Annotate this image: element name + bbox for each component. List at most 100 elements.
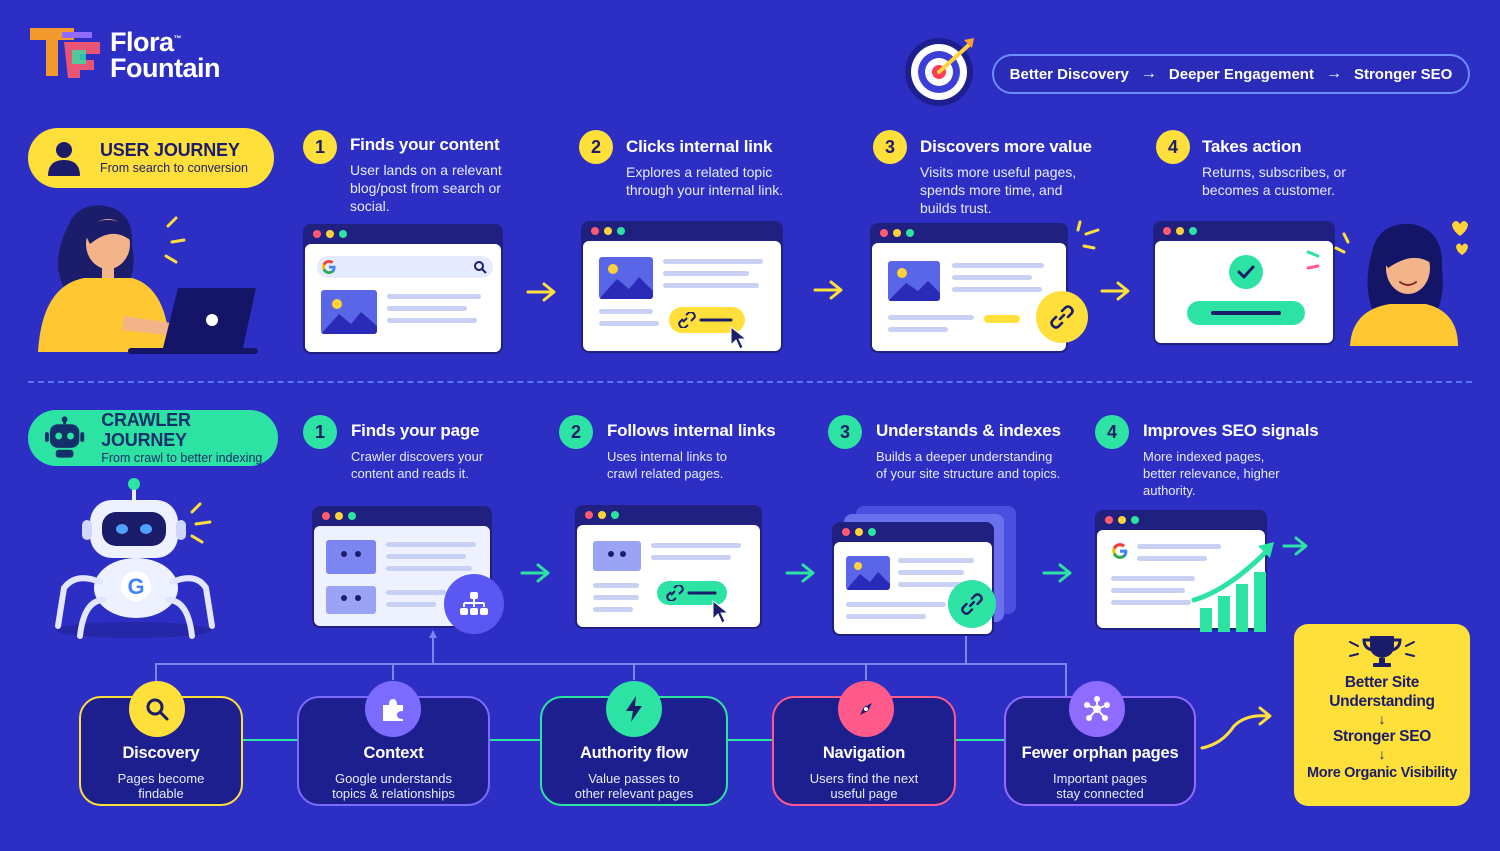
arrow-right-icon: → [1140,65,1157,82]
user-step-number: 2 [579,130,613,164]
sparkle-icon [1076,220,1100,250]
crawler-step-number: 1 [303,415,337,449]
link-icon [1050,305,1074,329]
image-placeholder-icon [326,540,376,574]
user-step-desc: User lands on a relevant blog/post from … [350,162,502,214]
google-crawler-robot-illustration: G [40,476,224,645]
benefit-title: Context [363,744,424,762]
network-icon [1069,681,1125,737]
link-badge [1036,291,1088,343]
benefit-title: Discovery [122,744,200,762]
flow-item: Deeper Engagement [1168,65,1314,83]
crawler-step-title: Improves SEO signals [1143,421,1319,440]
user-step-title: Clicks internal link [626,137,773,156]
image-placeholder-icon [593,541,641,571]
brand-logo [28,24,102,85]
arrow-right-icon [520,563,550,583]
search-bar [317,256,493,278]
link-icon [678,312,733,328]
target-icon [902,36,980,113]
seo-flow-pill: Better Discovery → Deeper Engagement → S… [992,54,1470,94]
crawler-step-title: Finds your page [351,421,480,440]
woman-laptop-illustration [28,196,268,361]
benefit-title: Fewer orphan pages [1021,744,1179,762]
puzzle-icon [365,681,421,737]
flow-item: Stronger SEO [1353,65,1453,83]
arrow-right-icon [526,282,556,302]
link-badge [948,580,996,628]
success-button-shape [1187,301,1305,325]
related-page-window [870,223,1088,353]
benefit-title: Navigation [822,744,906,762]
crawler-step-desc: Builds a deeper understanding of your si… [876,449,1061,481]
user-step-desc: Explores a related topic through your in… [626,164,784,198]
user-step-desc: Returns, subscribes, or becomes a custom… [1202,164,1346,198]
user-icon [48,142,80,176]
user-step-number: 3 [873,130,907,164]
brand-name: Flora™ Fountain [110,27,220,83]
sitemap-icon [460,592,488,615]
result-line: More Organic Visibility [1307,765,1457,781]
arrow-down-icon: ↓ [1378,711,1386,727]
google-icon [322,260,336,274]
image-placeholder-icon [321,290,377,334]
happy-customer-illustration [1330,212,1480,351]
user-step-number: 4 [1156,130,1190,164]
image-placeholder-icon [599,257,653,299]
section-divider [28,381,1472,383]
benefit-title: Authority flow [579,744,689,762]
arrow-right-icon [785,563,815,583]
image-placeholder-icon [888,261,940,301]
indexed-pages-stack [832,506,1018,636]
crawler-journey-badge: CRAWLER JOURNEY From crawl to better ind… [28,410,278,466]
link-icon [666,585,717,601]
sparkle-icon [1306,250,1320,270]
search-result-window [303,224,503,354]
crawler-step-desc: Crawler discovers your content and reads… [351,449,484,481]
sitemap-badge [444,574,504,634]
arrow-down-icon: ↓ [1378,746,1386,762]
growth-chart-icon [1191,536,1308,632]
crawler-step-desc: Uses internal links to crawl related pag… [607,449,727,481]
fountain-logo-icon [30,28,100,78]
crawler-step-title: Follows internal links [607,421,776,440]
arrow-right-icon [1042,563,1072,583]
trophy-icon [1349,636,1415,667]
benefit-connectors [155,630,1067,741]
image-placeholder-icon [846,556,890,590]
curved-arrow-icon [1200,706,1272,750]
google-icon [1112,543,1128,559]
search-icon [474,261,487,274]
user-step-title: Finds your content [350,135,500,154]
user-journey-subtitle: From search to conversion [100,161,248,175]
article-window [581,221,783,353]
crawler-step-title: Understands & indexes [876,421,1061,440]
lightning-icon [606,681,662,737]
robot-icon [44,416,85,458]
cursor-icon [712,599,730,624]
crawler-journey-subtitle: From crawl to better indexing [101,451,263,465]
internal-link-chip [657,581,727,605]
crawler-journey-title: CRAWLER JOURNEY [101,410,191,450]
user-step-title: Discovers more value [920,137,1092,156]
crawler-step-number: 3 [828,415,862,449]
check-circle-icon [1229,255,1263,289]
user-journey-badge: USER JOURNEY From search to conversion [28,128,274,188]
linked-page-window [575,505,762,629]
result-line: Stronger SEO [1332,728,1432,745]
arrow-right-icon [1100,281,1130,301]
arrow-right-icon: → [1325,65,1342,82]
magnifier-icon [129,681,185,737]
crawler-step-number: 4 [1095,415,1129,449]
user-step-desc: Visits more useful pages, spends more ti… [920,164,1077,216]
flow-item: Better Discovery [1009,65,1129,83]
